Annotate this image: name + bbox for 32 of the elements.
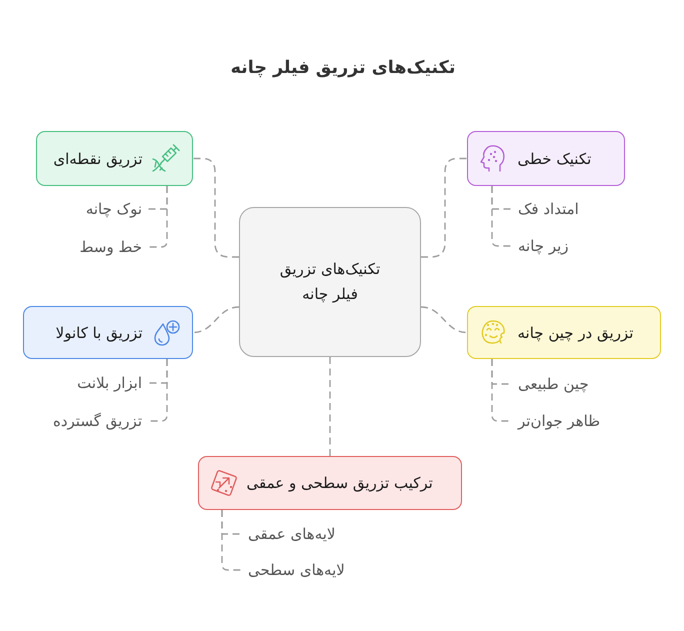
sub-item-text: ظاهر جوان‌تر — [512, 411, 600, 431]
connector — [221, 510, 242, 571]
connector — [192, 306, 240, 334]
category-box — [36, 131, 193, 186]
connector — [491, 186, 512, 247]
category-label: تزریق با کانولا — [56, 322, 142, 342]
category-box — [467, 131, 625, 186]
connector — [420, 306, 468, 334]
sub-item-text: چین طبیعی — [512, 374, 589, 394]
sub-item-text: ابزار بلانت — [77, 373, 148, 393]
sub-item-text: خط وسط — [80, 237, 148, 257]
connector — [421, 158, 467, 258]
sub-item-text: لایه‌های عمقی — [242, 524, 336, 544]
title: تکنیک‌های تزریق فیلر چانه — [230, 57, 456, 80]
sub-item-text: امتداد فک — [512, 199, 579, 219]
central-box — [239, 207, 421, 357]
topic-label: تکنیک‌های تزریق فیلر چانه — [278, 259, 382, 305]
sub-item-text: نوک چانه — [86, 199, 148, 219]
category-box — [198, 456, 462, 510]
connector — [148, 359, 168, 422]
category-label: ترکیب تزریق سطحی و عمقی — [246, 473, 433, 493]
category-label: تزریق در چین چانه — [518, 322, 634, 342]
connector — [329, 357, 331, 456]
sub-item-text: زیر چانه — [512, 236, 569, 256]
category-box — [23, 306, 193, 359]
connector — [148, 186, 168, 248]
category-label: تکنیک خطی — [518, 148, 592, 168]
category-box — [467, 306, 661, 359]
category-label: تزریق نقطه‌ای — [53, 148, 142, 168]
connector — [193, 158, 239, 258]
sub-item-text: تزریق گسترده — [52, 411, 148, 431]
sub-item-text: لایه‌های سطحی — [242, 560, 345, 580]
